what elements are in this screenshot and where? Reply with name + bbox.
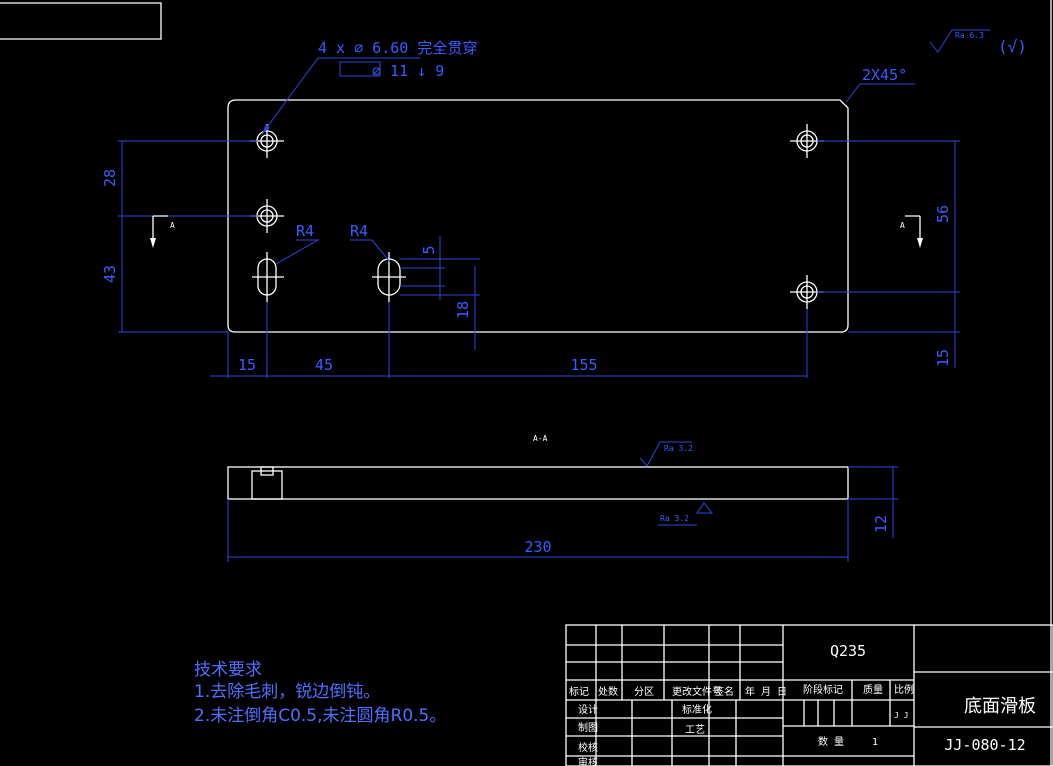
- section-arrow-right: [905, 215, 921, 240]
- radius-label-middle: R4: [350, 222, 368, 240]
- roughness-section-bottom: Ra 3.2: [660, 514, 689, 523]
- radius-leader-middle: [350, 239, 391, 263]
- tb-scale-label: 比例: [894, 683, 914, 696]
- dimension-15-bottom: 15: [238, 356, 256, 374]
- tb-drawing-number: JJ-080-12: [944, 736, 1025, 754]
- dimension-12: 12: [872, 515, 890, 533]
- tb-header-count: 处数: [598, 685, 618, 698]
- roughness-section-top: Ra 3.2: [664, 444, 693, 453]
- tb-stage-code: J J: [894, 711, 908, 720]
- tb-part-name: 底面滑板: [964, 696, 1036, 717]
- dimension-section: [227, 466, 898, 562]
- tech-requirement-2: 2.未注倒角C0.5,未注圆角R0.5。: [194, 706, 446, 726]
- roughness-top-label: Ra 6.3: [955, 31, 984, 40]
- section-mark-right: A: [900, 221, 905, 230]
- dimension-230: 230: [524, 538, 551, 556]
- tb-header-zone: 分区: [634, 686, 654, 698]
- dimension-28: 28: [101, 169, 119, 187]
- dimension-right-chain: [817, 140, 960, 368]
- section-arrow-left: [152, 215, 168, 240]
- dimension-45: 45: [315, 356, 333, 374]
- tb-header-change-doc: 更改文件号: [672, 685, 722, 698]
- dimension-left-chain: [118, 140, 258, 333]
- tb-row-draw: 制图: [578, 721, 598, 734]
- roughness-top-extra: (√): [998, 37, 1027, 56]
- tb-process: 工艺: [685, 724, 705, 736]
- tb-row-design: 设计: [578, 703, 598, 716]
- dimension-5: 5: [420, 245, 438, 254]
- slot-left: [252, 252, 284, 302]
- tb-row-review: 审核: [578, 756, 598, 766]
- hole-leader: [261, 57, 420, 135]
- section-mark-left: A: [170, 221, 175, 230]
- tech-requirement-1: 1.去除毛刺，锐边倒钝。: [194, 682, 380, 702]
- dimension-56: 56: [934, 205, 952, 223]
- frame-corner: [0, 2, 162, 40]
- tech-requirements-title: 技术要求: [194, 660, 262, 680]
- dimension-43: 43: [101, 265, 119, 283]
- section-title: A-A: [533, 434, 548, 443]
- tb-standardization: 标准化: [682, 703, 712, 716]
- section-counterbore: [251, 470, 283, 500]
- tb-mass-label: 质量: [863, 684, 883, 696]
- section-body: [227, 466, 849, 500]
- tb-header-mark: 标记: [569, 686, 589, 698]
- radius-leader-left: [275, 239, 320, 265]
- tb-quantity-value: 1: [872, 737, 878, 748]
- tb-header-date: 年 月 日: [745, 685, 787, 698]
- hole-note-line2: ⌀ 11 ↓ 9: [372, 62, 444, 80]
- dimension-slot: [400, 236, 480, 350]
- radius-label-left: R4: [296, 222, 314, 240]
- dimension-15-right: 15: [934, 349, 952, 367]
- tb-quantity-label: 数 量: [818, 735, 844, 748]
- hole-note-line1: 4 x ⌀ 6.60 完全贯穿: [318, 39, 477, 57]
- plate-outline: [227, 99, 849, 333]
- roughness-symbol-section-top: [639, 441, 692, 467]
- tb-material: Q235: [830, 642, 866, 660]
- dimension-bottom-chain: [210, 302, 808, 378]
- hole-leader-arrow: [262, 124, 270, 134]
- tb-header-sign: 签名: [714, 685, 734, 698]
- tb-row-check: 校核: [578, 741, 598, 754]
- roughness-symbol-top: [929, 29, 990, 53]
- roughness-symbol-section-bottom: [658, 502, 714, 526]
- title-block: [565, 624, 1053, 766]
- counterbore-frame: [339, 61, 381, 77]
- tb-stage-label: 阶段标记: [803, 683, 843, 696]
- chamfer-leader: [845, 83, 915, 103]
- dimension-18: 18: [454, 301, 472, 319]
- dimension-155: 155: [570, 356, 597, 374]
- chamfer-label: 2X45°: [862, 66, 907, 84]
